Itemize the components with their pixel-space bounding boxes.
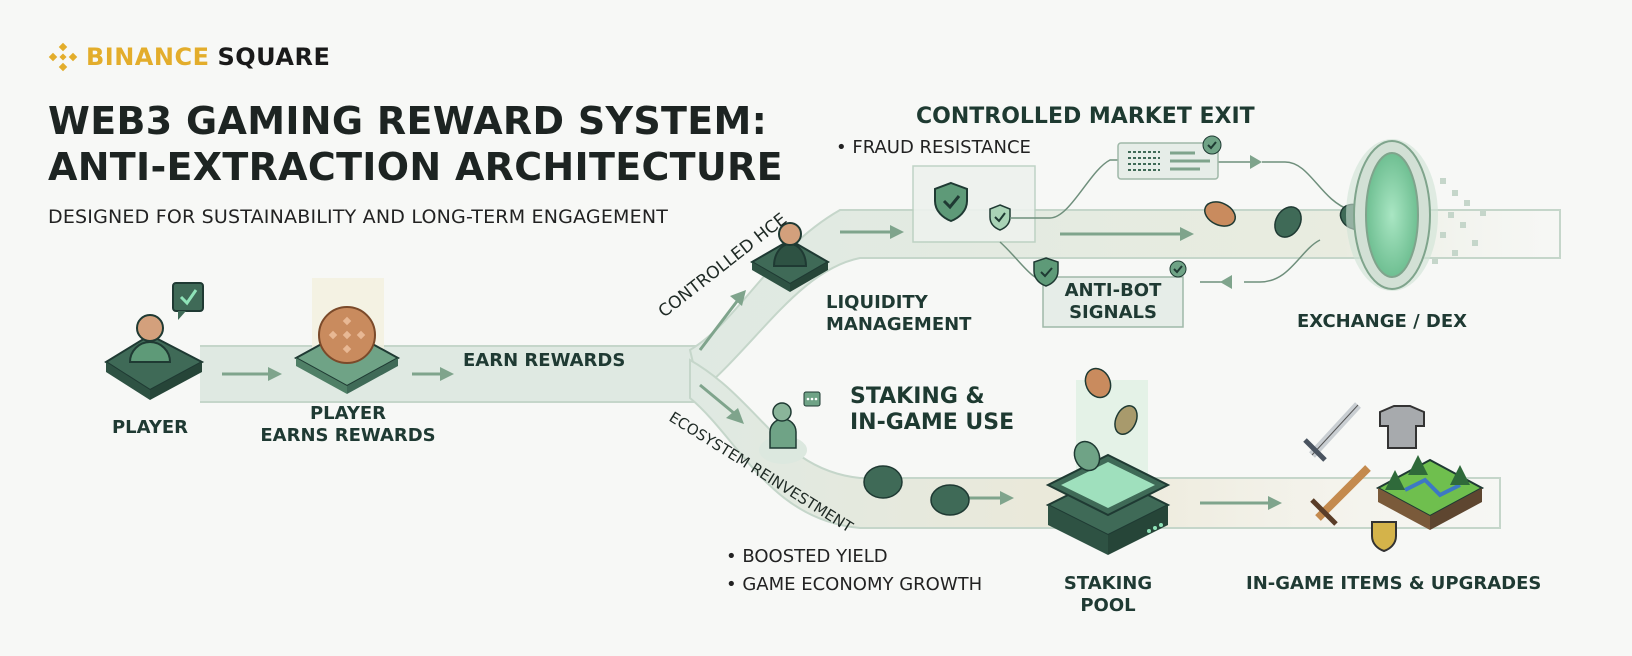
fraud-resistance-bullet: • FRAUD RESISTANCE [836, 137, 1031, 158]
player-earns-line-2: EARNS REWARDS [260, 425, 436, 446]
liquidity-line-1: LIQUIDITY [826, 292, 928, 313]
anti-bot-panel [1033, 257, 1187, 328]
title-line-1: WEB3 GAMING REWARD SYSTEM: [48, 99, 768, 143]
portal-icon [1346, 139, 1438, 291]
earn-rewards-label: EARN REWARDS [463, 350, 626, 371]
brand-logo: BINANCE SQUARE [48, 42, 330, 72]
staking-server-icon [1045, 367, 1171, 555]
brand-name-secondary: SQUARE [217, 43, 331, 71]
bullet-economy-growth: • GAME ECONOMY GROWTH [726, 574, 983, 595]
fraud-panel [912, 165, 1036, 243]
player-label: PLAYER [111, 417, 189, 438]
check-bubble-icon [172, 282, 204, 320]
binance-coin-icon [293, 306, 401, 394]
upper-flow-band [688, 209, 1561, 394]
fraud-resistance-text: FRAUD RESISTANCE [852, 137, 1031, 158]
bullet-text: GAME ECONOMY GROWTH [742, 574, 983, 595]
anti-bot-line-2: SIGNALS [1069, 302, 1157, 323]
in-game-items-label: IN-GAME ITEMS & UPGRADES [1246, 573, 1542, 594]
exchange-label: EXCHANGE / DEX [1296, 311, 1468, 332]
page-subtitle: DESIGNED FOR SUSTAINABILITY AND LONG-TER… [48, 206, 669, 228]
bullet-text: BOOSTED YIELD [742, 546, 888, 567]
armor-icon [1379, 405, 1425, 449]
coin-icons-lower [863, 465, 970, 516]
lower-bullets: • BOOSTED YIELD • GAME ECONOMY GROWTH [726, 543, 982, 599]
sword-icon [1303, 402, 1361, 462]
liquidity-line-2: MANAGEMENT [826, 314, 972, 335]
user-chat-icon [759, 391, 821, 464]
staking-use-line-1: STAKING & [850, 384, 985, 409]
binance-diamond-icon [48, 42, 78, 72]
axe-icon [1310, 465, 1371, 526]
player-avatar-icon [104, 314, 205, 400]
anti-bot-line-1: ANTI-BOT [1064, 280, 1162, 301]
arrow-left-icon [1220, 275, 1232, 289]
shield-check-icon [934, 181, 968, 223]
liquidity-label: LIQUIDITY MANAGEMENT [826, 292, 971, 336]
shield-check-small-icon [989, 204, 1011, 231]
title-line-2: ANTI-EXTRACTION ARCHITECTURE [48, 145, 783, 189]
player-earns-label: PLAYER EARNS REWARDS [258, 403, 438, 447]
brand-name-primary: BINANCE [86, 43, 210, 71]
flow-arrows [222, 225, 1282, 510]
user-platform-icon [750, 222, 830, 292]
market-exit-title: CONTROLLED MARKET EXIT [916, 104, 1255, 129]
staking-use-line-2: IN-GAME USE [850, 410, 1015, 435]
shield-check-icon [1033, 257, 1059, 287]
shield-icon [1371, 521, 1397, 553]
staking-use-label: STAKING & IN-GAME USE [850, 384, 1014, 436]
player-earns-line-1: PLAYER [309, 403, 387, 424]
page-title: WEB3 GAMING REWARD SYSTEM: ANTI-EXTRACTI… [48, 98, 783, 190]
arrow-right-icon [1250, 155, 1262, 169]
bullet-boosted-yield: • BOOSTED YIELD [726, 546, 888, 567]
document-list-icon [1117, 135, 1222, 180]
pixel-particles [1432, 178, 1486, 264]
staking-pool-label: STAKING POOL [1063, 573, 1153, 616]
land-tile-icon [1375, 455, 1485, 530]
anti-bot-label: ANTI-BOT SIGNALS [1048, 280, 1178, 324]
